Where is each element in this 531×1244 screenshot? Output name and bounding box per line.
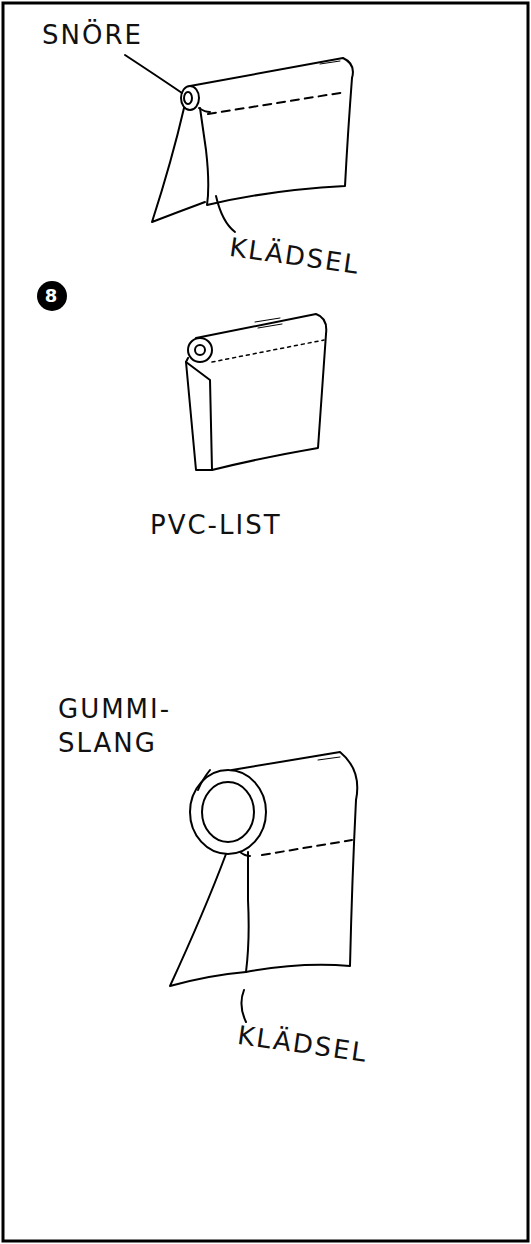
part-label: KLÄDSEL [235, 1018, 408, 1075]
pvc-list-sketch [186, 314, 326, 470]
callout-circle [37, 281, 67, 311]
part-label: GUMMI- SLANG [58, 692, 198, 760]
frame [3, 3, 528, 1241]
part-label: SNÖRE [42, 18, 192, 52]
hose-edge-sketch [170, 752, 357, 1022]
callout-number: 8 [37, 281, 67, 311]
cord-edge-sketch [125, 55, 353, 232]
part-label: PVC-LIST [150, 508, 330, 542]
part-label: KLÄDSEL [227, 230, 400, 287]
